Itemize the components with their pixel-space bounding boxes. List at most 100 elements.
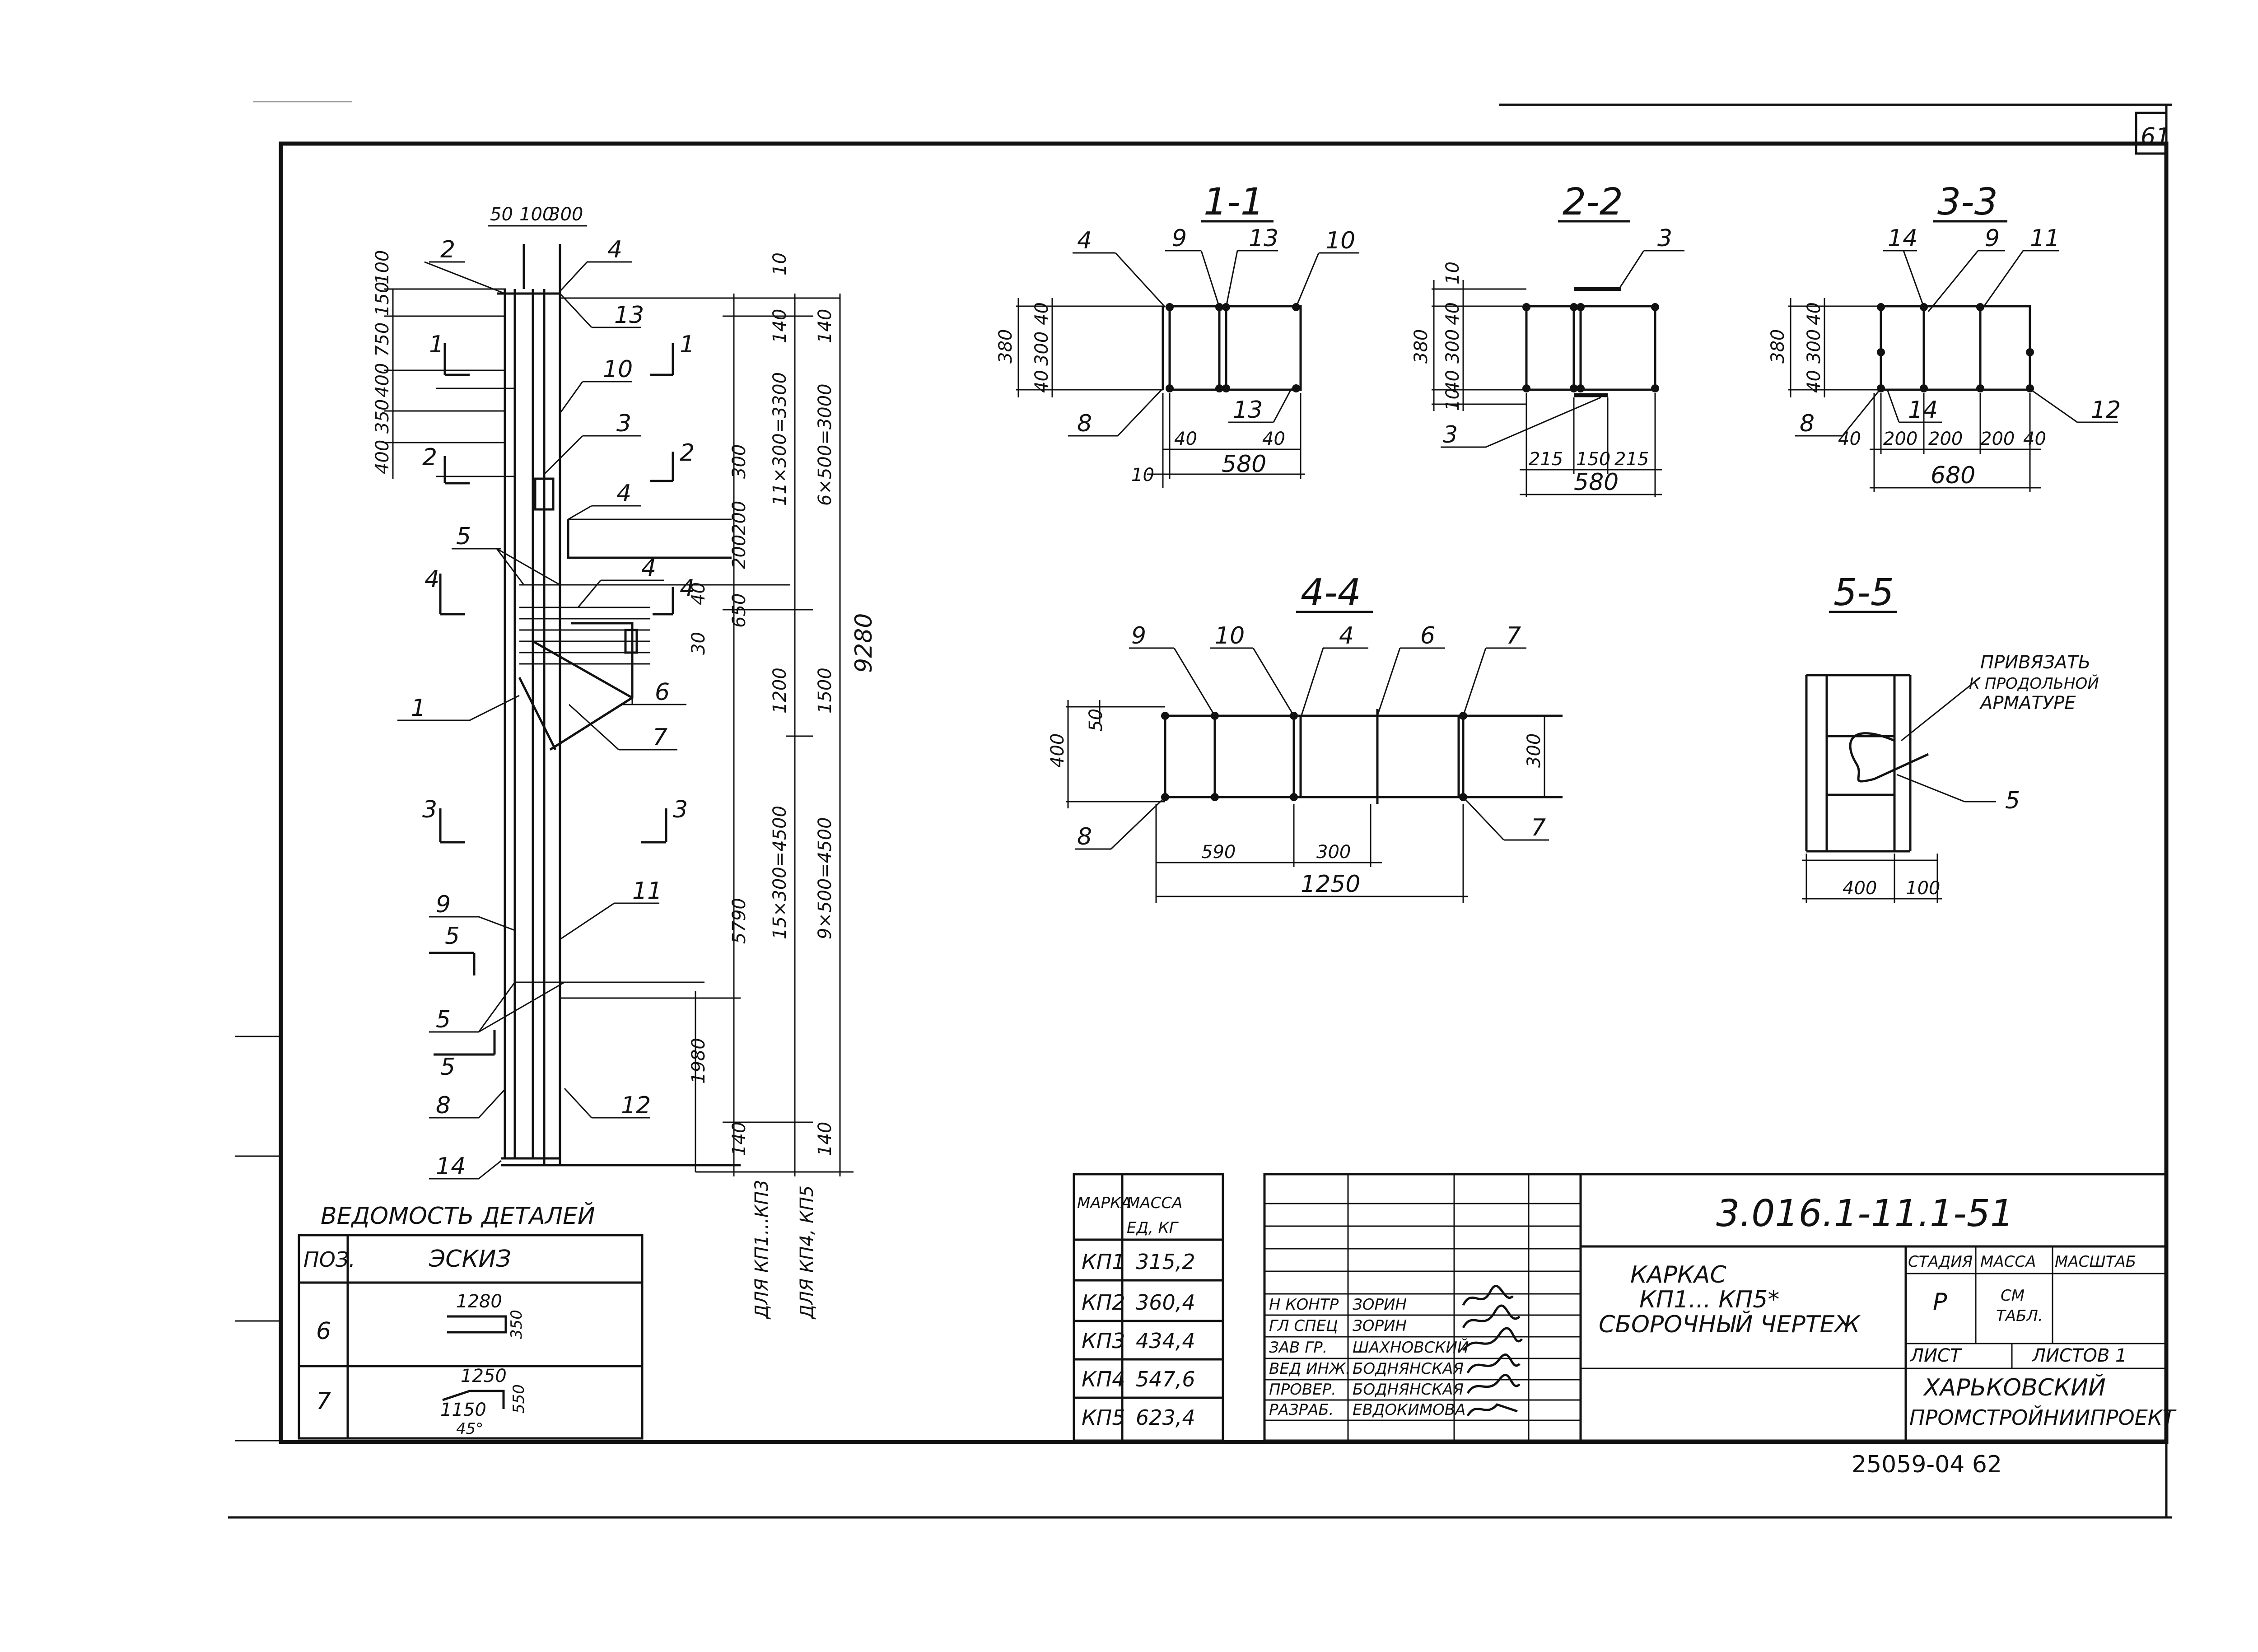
- svg-text:100: 100: [1906, 878, 1940, 899]
- dim-text: 300: [729, 444, 750, 479]
- section-cut-1-right: 1: [650, 331, 695, 376]
- mass-table: МАРКА МАССА ЕД, КГ КП1 315,2 КП2 360,4 К…: [1073, 1173, 1224, 1442]
- svg-text:ПОЗ.: ПОЗ.: [303, 1247, 355, 1272]
- svg-text:МАСШТАБ: МАСШТАБ: [2055, 1253, 2136, 1271]
- svg-text:300: 300: [1524, 733, 1544, 768]
- section-cut-3-right: 3: [641, 796, 688, 844]
- leader-line: [424, 261, 505, 294]
- vertical-note: ДЛЯ КП1...КП3: [751, 1180, 772, 1320]
- svg-text:40: 40: [1262, 429, 1285, 449]
- svg-text:40: 40: [2023, 429, 2046, 449]
- svg-text:10: 10: [1325, 227, 1355, 254]
- svg-text:580: 580: [1574, 469, 1619, 496]
- svg-text:300: 300: [1442, 329, 1463, 364]
- svg-text:680: 680: [1931, 462, 1975, 489]
- leader-line: [559, 293, 592, 328]
- position-mark: 14: [436, 1153, 466, 1180]
- svg-text:ПРИВЯЗАТЬ: ПРИВЯЗАТЬ: [1980, 652, 2090, 673]
- svg-text:350: 350: [508, 1310, 526, 1339]
- position-mark: 2: [440, 236, 455, 263]
- position-mark: 4: [641, 555, 656, 582]
- leader-line: [568, 704, 620, 751]
- stirrup-outline: [1168, 305, 1302, 391]
- dim-text: 6×500=3000: [815, 383, 835, 506]
- svg-text:300: 300: [1316, 842, 1351, 863]
- svg-text:СБОРОЧНЫЙ ЧЕРТЕЖ: СБОРОЧНЫЙ ЧЕРТЕЖ: [1599, 1311, 1861, 1338]
- dim-text: 140: [815, 309, 835, 343]
- section-cut-4-left: 4: [425, 566, 465, 616]
- svg-text:5: 5: [445, 923, 460, 950]
- section-cut-2-right: 2: [650, 439, 695, 482]
- drawing-code: 3.016.1-11.1-51: [1716, 1192, 2014, 1235]
- dim-text: 1500: [815, 667, 835, 714]
- dim-text: 40: [688, 582, 709, 605]
- svg-text:МАССА: МАССА: [1127, 1194, 1182, 1212]
- dim-text: 350: [372, 399, 393, 434]
- dim-text: 200: [729, 535, 750, 569]
- svg-text:Р: Р: [1933, 1288, 1947, 1316]
- svg-text:2: 2: [680, 439, 695, 467]
- svg-text:5: 5: [440, 1054, 455, 1081]
- svg-text:4: 4: [1077, 227, 1092, 254]
- svg-text:3: 3: [1657, 225, 1672, 252]
- svg-text:ХАРЬКОВСКИЙ: ХАРЬКОВСКИЙ: [1922, 1374, 2106, 1401]
- section-title: 3-3: [1937, 181, 1998, 224]
- svg-text:580: 580: [1222, 451, 1266, 478]
- svg-text:ЗАВ ГР.: ЗАВ ГР.: [1269, 1339, 1327, 1357]
- svg-text:8: 8: [1077, 823, 1092, 850]
- dim-text: 400: [372, 363, 393, 397]
- dim-text: 9×500=4500: [815, 817, 835, 939]
- section-4-4: 4-4 400 50 300 590 300 1250 9 10 4: [1047, 571, 1563, 903]
- position-mark: 4: [616, 480, 631, 507]
- svg-text:40: 40: [1804, 302, 1824, 325]
- svg-text:10: 10: [1442, 388, 1463, 411]
- leader-line: [469, 695, 520, 721]
- leader-line: [577, 580, 602, 608]
- svg-text:11: 11: [2030, 225, 2060, 252]
- svg-text:ЛИСТОВ 1: ЛИСТОВ 1: [2031, 1345, 2127, 1366]
- section-cut-3-left: 3: [422, 796, 465, 844]
- section-cut-5-bottom: 5: [434, 1030, 496, 1081]
- position-mark: 13: [614, 302, 644, 329]
- position-mark: 12: [621, 1092, 651, 1119]
- details-table-title: ВЕДОМОСТЬ ДЕТАЛЕЙ: [321, 1202, 595, 1230]
- svg-text:10: 10: [1442, 261, 1463, 285]
- section-cut-1-left: 1: [429, 331, 470, 376]
- leader-line: [496, 548, 560, 586]
- svg-text:7: 7: [1531, 814, 1546, 841]
- svg-text:1250: 1250: [1301, 871, 1360, 898]
- svg-text:12: 12: [2091, 397, 2121, 424]
- svg-text:КП4: КП4: [1082, 1367, 1125, 1391]
- vertical-note: ДЛЯ КП4, КП5: [797, 1185, 817, 1320]
- svg-text:315,2: 315,2: [1136, 1250, 1195, 1274]
- section-title: 2-2: [1563, 181, 1623, 224]
- svg-text:МАРКА: МАРКА: [1077, 1194, 1132, 1212]
- svg-text:1: 1: [680, 331, 695, 358]
- section-2-2: 2-2 380 10 40 300 40 10 215 150 215 580 …: [1411, 181, 1684, 497]
- svg-text:БОДНЯНСКАЯ: БОДНЯНСКАЯ: [1353, 1381, 1464, 1399]
- position-mark: 10: [603, 356, 633, 383]
- leader-line: [568, 505, 592, 520]
- section-cut-2-left: 2: [422, 444, 470, 485]
- position-mark: 1: [411, 695, 426, 722]
- dim-text: 9280: [850, 613, 877, 673]
- svg-text:ПРОВЕР.: ПРОВЕР.: [1269, 1381, 1336, 1399]
- signature-scribble: [1466, 1353, 1521, 1374]
- section-cut-4-right: 4: [653, 575, 695, 616]
- svg-text:360,4: 360,4: [1136, 1290, 1195, 1315]
- dim-text: 750: [372, 322, 393, 357]
- leader-line: [564, 1087, 592, 1119]
- svg-text:3: 3: [1443, 421, 1458, 448]
- svg-text:ЕВДОКИМОВА: ЕВДОКИМОВА: [1353, 1401, 1465, 1419]
- position-mark: 11: [632, 877, 662, 905]
- svg-text:40: 40: [1174, 429, 1197, 449]
- tie-loop: [1849, 732, 1929, 783]
- svg-text:9: 9: [1172, 225, 1187, 252]
- svg-text:10: 10: [1215, 622, 1245, 649]
- svg-text:400: 400: [1047, 733, 1068, 768]
- svg-text:200: 200: [1980, 429, 2015, 449]
- svg-text:КП1: КП1: [1082, 1250, 1125, 1274]
- svg-text:СМ: СМ: [2001, 1287, 2025, 1305]
- svg-text:40: 40: [1031, 370, 1052, 393]
- svg-text:1280: 1280: [456, 1291, 502, 1312]
